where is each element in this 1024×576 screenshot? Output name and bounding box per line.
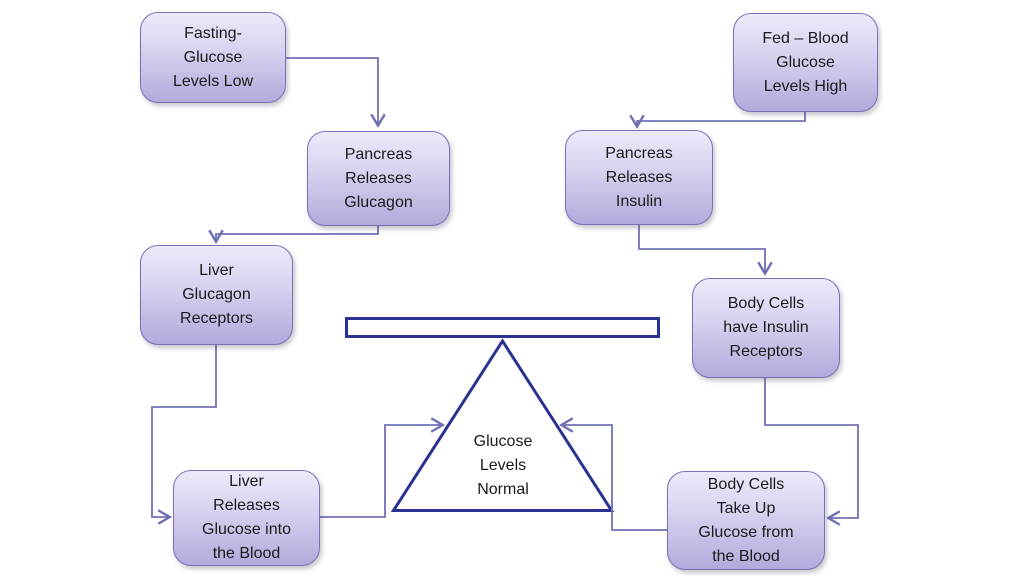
connector-body-takeup-to-balance xyxy=(562,425,667,531)
balance-bar xyxy=(345,317,660,338)
connector-pancreas-insulin-to-body-receptors xyxy=(638,225,765,273)
node-pancreas-releases-glucagon: Pancreas Releases Glucagon xyxy=(307,131,450,226)
connector-liver-releases-to-balance xyxy=(320,425,442,518)
node-pancreas-releases-insulin: Pancreas Releases Insulin xyxy=(565,130,713,225)
balance-label-glucose-levels-normal: Glucose Levels Normal xyxy=(473,433,533,498)
balance-triangle xyxy=(390,338,615,512)
connector-pancreas-glucagon-to-liver-receptors xyxy=(216,226,379,241)
node-body-cells-take-up-glucose: Body Cells Take Up Glucose from the Bloo… xyxy=(667,471,825,570)
node-liver-releases-glucose: Liver Releases Glucose into the Blood xyxy=(173,470,320,566)
connector-body-receptors-to-body-takeup xyxy=(764,378,859,518)
node-liver-glucagon-receptors: Liver Glucagon Receptors xyxy=(140,245,293,345)
connector-liver-receptors-to-liver-releases xyxy=(151,345,217,517)
connector-fasting-to-pancreas-glucagon xyxy=(286,57,378,125)
connector-fed-to-pancreas-insulin xyxy=(637,112,806,126)
node-fed-blood-glucose-high: Fed – Blood Glucose Levels High xyxy=(733,13,878,112)
node-body-cells-insulin-receptors: Body Cells have Insulin Receptors xyxy=(692,278,840,378)
node-fasting-glucose-low: Fasting- Glucose Levels Low xyxy=(140,12,286,103)
